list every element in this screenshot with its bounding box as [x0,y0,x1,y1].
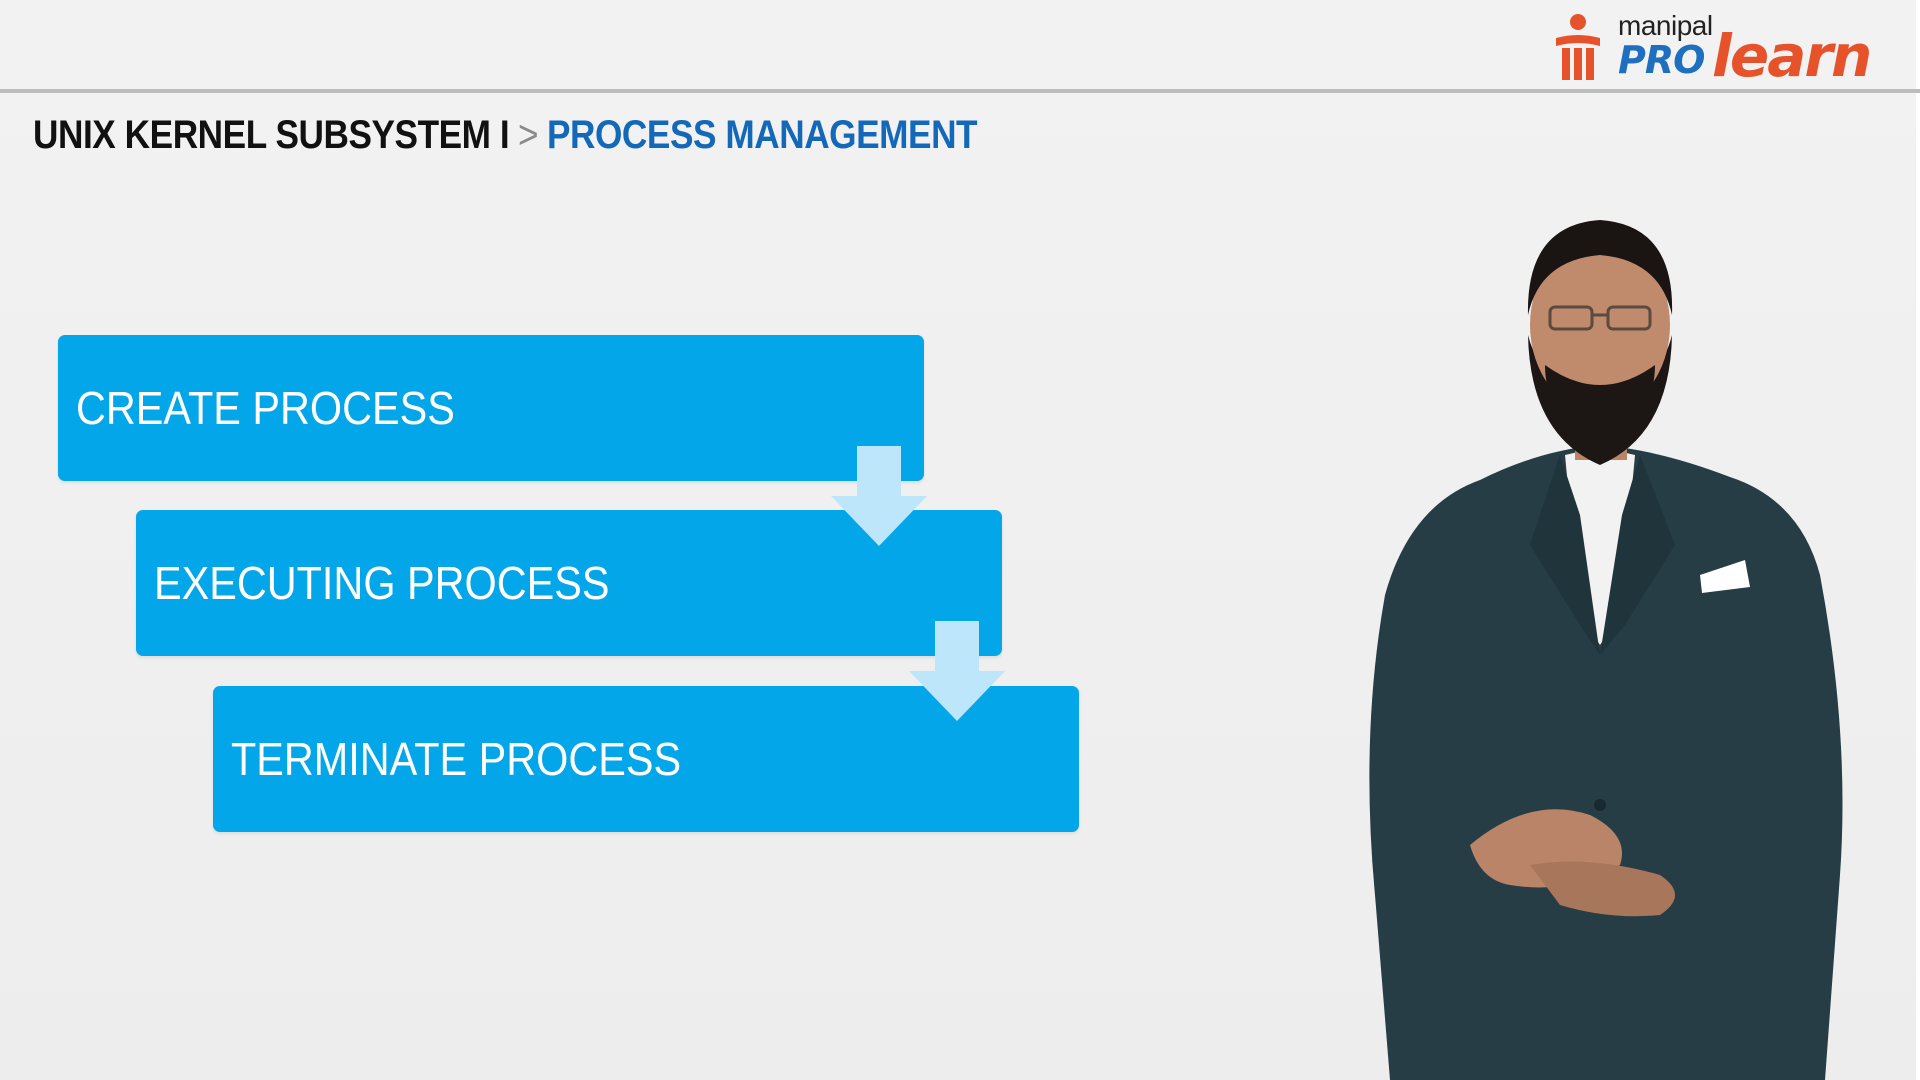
step-terminate-process: TERMINATE PROCESS [213,686,1079,832]
step-executing-process: EXECUTING PROCESS [136,510,1002,656]
manipal-prolearn-logo: manipal PRO learn [1548,8,1898,90]
frame-edge [1916,0,1920,1080]
logo-pro-text: PRO [1618,38,1705,82]
presenter-figure [1369,220,1843,1080]
breadcrumb: UNIX KERNEL SUBSYSTEM I>PROCESS MANAGEME… [33,113,978,158]
step-create-process: CREATE PROCESS [58,335,924,481]
breadcrumb-current: PROCESS MANAGEMENT [546,113,978,157]
breadcrumb-parent: UNIX KERNEL SUBSYSTEM I [33,113,510,157]
step-label: EXECUTING PROCESS [154,557,610,609]
person-podium-icon [1556,14,1600,80]
header-divider [0,89,1920,93]
step-label: CREATE PROCESS [76,382,455,434]
down-arrow-icon [909,621,1005,721]
down-arrow-icon [831,446,927,546]
logo-learn-text: learn [1712,22,1872,90]
breadcrumb-separator: > [518,113,539,157]
step-label: TERMINATE PROCESS [231,733,682,785]
logo-manipal-text: manipal [1618,10,1713,41]
